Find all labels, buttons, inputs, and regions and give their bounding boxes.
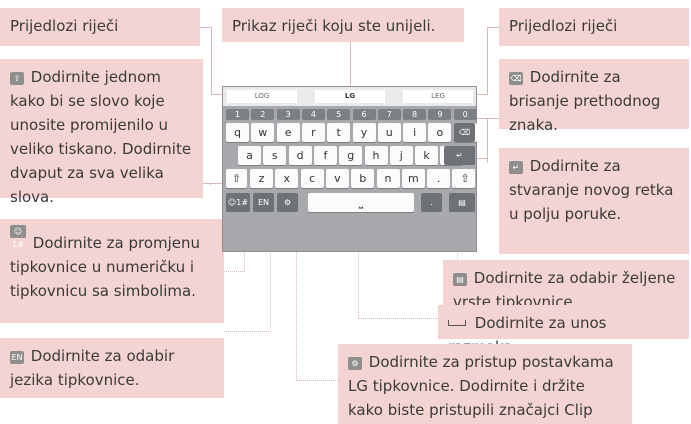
key-9[interactable]: 9 [428, 109, 452, 120]
key-j[interactable]: j [389, 146, 413, 165]
key-t[interactable]: t [327, 123, 351, 142]
callout-enter: ↵ Dodirnite za stvaranje novog retka u p… [499, 148, 689, 254]
key-0[interactable]: 0 [453, 109, 477, 120]
key-w[interactable]: w [251, 123, 275, 142]
callout-settings-text: Dodirnite za pristup postavkama LG tipko… [348, 353, 614, 419]
suggestion-right[interactable]: LEG [403, 90, 473, 103]
key-a[interactable]: a [238, 146, 261, 165]
key-r[interactable]: r [301, 123, 325, 142]
key-z[interactable]: z [250, 169, 273, 188]
enter-icon: ↵ [509, 161, 523, 174]
shift-icon: ⇧ [10, 72, 24, 85]
callout-suggestions-left-text: Prijedlozi riječi [10, 17, 119, 35]
key-f[interactable]: f [313, 146, 337, 165]
key-b[interactable]: b [351, 169, 375, 188]
key-v[interactable]: v [325, 169, 349, 188]
key-o[interactable]: o [428, 123, 452, 142]
space-key[interactable]: ⎵ [308, 193, 414, 212]
callout-settings: ⚙ Dodirnite za pristup postavkama LG tip… [338, 344, 632, 424]
key-8[interactable]: 8 [403, 109, 427, 120]
callout-suggestions-right-text: Prijedlozi riječi [509, 17, 618, 35]
key-m[interactable]: m [401, 169, 425, 188]
callout-suggestions-right: Prijedlozi riječi [499, 8, 689, 46]
space-icon [448, 320, 466, 326]
key-3[interactable]: 3 [276, 109, 300, 120]
key-q[interactable]: q [226, 123, 249, 142]
delete-icon: ⌫ [509, 72, 523, 85]
key-7[interactable]: 7 [377, 109, 401, 120]
key-g[interactable]: g [339, 146, 363, 165]
delete-key[interactable]: ⌫ [454, 123, 475, 142]
key-period[interactable]: . [427, 169, 451, 188]
key-4[interactable]: 4 [301, 109, 325, 120]
key-e[interactable]: e [276, 123, 300, 142]
key-h[interactable]: h [364, 146, 388, 165]
callout-delete-text: Dodirnite za brisanje prethodnog znaka. [509, 68, 661, 134]
language-icon: EN [10, 351, 24, 364]
settings-key[interactable]: ⚙ [277, 193, 298, 212]
key-k[interactable]: k [415, 146, 439, 165]
callout-word-display-text: Prikaz riječi koju ste unijeli. [232, 17, 436, 35]
key-6[interactable]: 6 [352, 109, 376, 120]
suggestion-bar: LOG LG LEG [223, 87, 476, 106]
callout-space: Dodirnite za unos razmaka. [438, 305, 689, 356]
settings-icon: ⚙ [348, 357, 362, 370]
key-c[interactable]: c [300, 169, 324, 188]
enter-key[interactable]: ↵ [444, 146, 475, 165]
language-key[interactable]: EN [253, 193, 274, 212]
callout-shift: ⇧ Dodirnite jednom kako bi se slovo koje… [0, 59, 203, 206]
keyboard-type-icon: ▤ [453, 273, 467, 286]
callout-delete: ⌫ Dodirnite za brisanje prethodnog znaka… [499, 59, 689, 134]
key-n[interactable]: n [376, 169, 400, 188]
key-u[interactable]: u [377, 123, 401, 142]
callout-symbols-text: Dodirnite za promjenu tipkovnice u numer… [10, 234, 201, 300]
key-s[interactable]: s [263, 146, 287, 165]
callout-enter-text: Dodirnite za stvaranje novog retka u pol… [509, 157, 674, 223]
key-5[interactable]: 5 [327, 109, 351, 120]
symbols-icon: ☺1# [10, 225, 26, 249]
symbols-key[interactable]: ☺1# [226, 193, 250, 212]
key-2[interactable]: 2 [251, 109, 275, 120]
callout-language: EN Dodirnite za odabir jezika tipkovnice… [0, 338, 224, 398]
shift-key-left[interactable]: ⇧ [226, 169, 247, 188]
keyboard: LOG LG LEG 1234567890qwertyuiopasdfghjkl… [222, 86, 477, 252]
callout-symbols: ☺1# Dodirnite za promjenu tipkovnice u n… [0, 219, 224, 323]
period-key[interactable]: . [421, 193, 442, 212]
shift-key-right[interactable]: ⇧ [455, 169, 475, 188]
key-x[interactable]: x [275, 169, 299, 188]
key-d[interactable]: d [288, 146, 312, 165]
keyboard-type-key[interactable]: ▤ [449, 193, 475, 212]
callout-word-display: Prikaz riječi koju ste unijeli. [222, 8, 464, 42]
callout-shift-text: Dodirnite jednom kako bi se slovo koje u… [10, 68, 192, 206]
callout-language-text: Dodirnite za odabir jezika tipkovnice. [10, 347, 175, 389]
key-i[interactable]: i [403, 123, 427, 142]
suggestion-left[interactable]: LOG [227, 90, 297, 103]
key-1[interactable]: 1 [226, 109, 249, 120]
callout-suggestions-left: Prijedlozi riječi [0, 8, 200, 46]
suggestion-center[interactable]: LG [315, 90, 385, 103]
key-y[interactable]: y [352, 123, 376, 142]
